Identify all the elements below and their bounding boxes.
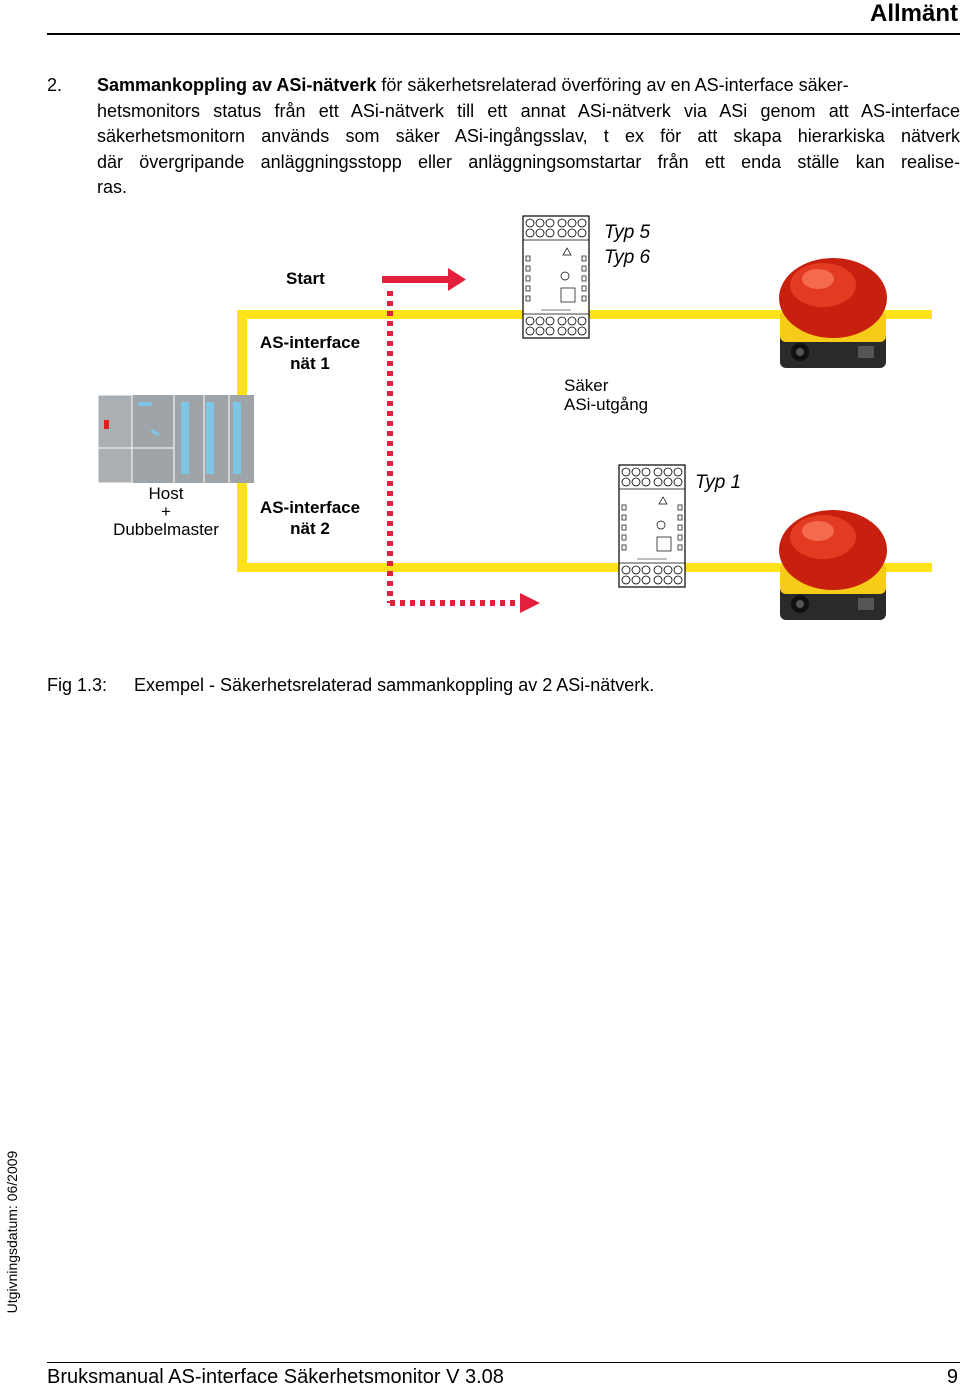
paragraph-line-2: hetsmonitors status från ett ASi-nätverk… xyxy=(97,100,960,121)
issue-date: Utgivningsdatum: 06/2009 xyxy=(4,1150,20,1314)
paragraph-line-4: där övergripande anläggningsstopp eller … xyxy=(97,151,960,172)
signal-path-dashed xyxy=(387,291,540,613)
figure-caption-label: Fig 1.3: xyxy=(47,675,108,695)
paragraph-bold-lead: Sammankoppling av ASi-nätverk xyxy=(97,75,377,95)
safe-output-label-line-1: Säker xyxy=(564,376,609,395)
network-diagram: Start Typ 5 Typ 6 AS-interface nät 1 Säk… xyxy=(97,215,932,620)
host-label-line-2: + xyxy=(161,502,171,521)
paragraph-line-3: säkerhetsmonitorn används som säker ASi-… xyxy=(97,126,960,146)
network-2-label-line-2: nät 2 xyxy=(290,519,330,538)
network-1-label-line-2: nät 1 xyxy=(290,354,330,373)
start-arrow xyxy=(382,268,466,291)
as-interface-bus-2 xyxy=(237,452,932,572)
section-title: Allmänt xyxy=(869,0,958,27)
type-5-label: Typ 5 xyxy=(604,222,651,243)
paragraph-line-1: Sammankoppling av ASi-nätverk för säkerh… xyxy=(97,73,960,99)
emergency-stop-button-top xyxy=(779,258,887,368)
paragraph-number: 2. xyxy=(47,75,63,95)
paragraph-line-1-rest: för säkerhetsrelaterad överföring av en … xyxy=(376,75,849,95)
footer-rule xyxy=(47,1362,960,1363)
emergency-stop-button-bottom xyxy=(779,510,887,620)
network-2-label-line-1: AS-interface xyxy=(260,498,360,517)
safety-monitor-module-bottom xyxy=(618,464,686,588)
type-6-label: Typ 6 xyxy=(604,247,651,268)
safety-monitor-module-top xyxy=(522,215,590,339)
type-1-label: Typ 1 xyxy=(695,472,741,493)
safe-output-label-line-2: ASi-utgång xyxy=(564,395,648,414)
page-number: 9 xyxy=(946,1366,958,1388)
network-1-label-line-1: AS-interface xyxy=(260,333,360,352)
start-label: Start xyxy=(286,269,325,288)
paragraph-line-5: ras. xyxy=(97,177,128,197)
header-rule xyxy=(47,33,960,35)
figure-caption-text: Exempel - Säkerhetsrelaterad sammankoppl… xyxy=(134,675,655,695)
plc-host-icon xyxy=(97,394,254,484)
host-label-line-1: Host xyxy=(149,484,184,503)
host-label-line-3: Dubbelmaster xyxy=(113,520,219,539)
footer-title: Bruksmanual AS-interface Säkerhetsmonito… xyxy=(47,1366,504,1388)
